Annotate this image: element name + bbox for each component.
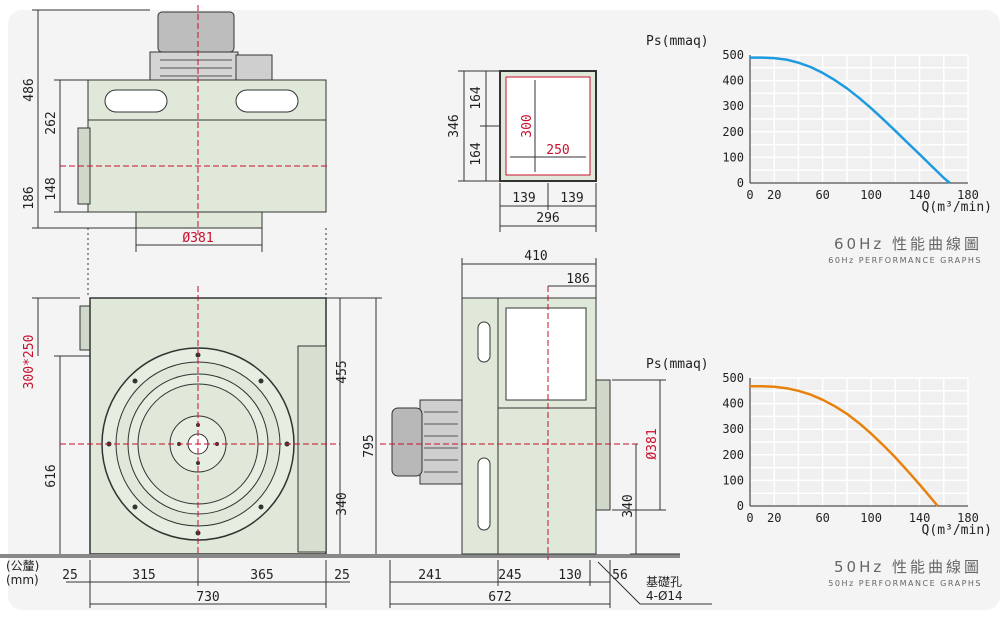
x-tick-label: 140 xyxy=(909,188,931,202)
dim-381-top: Ø381 xyxy=(182,231,213,246)
dim-381-side: Ø381 xyxy=(645,428,660,459)
x-tick-label: 20 xyxy=(767,511,781,525)
dim-148: 148 xyxy=(44,177,59,200)
y-tick-label: 0 xyxy=(737,499,744,513)
chart-50hz: 0 100 200 300 400 500 0 20 60 100 140 180 Ps(mmaq) Q(… xyxy=(646,357,992,588)
side-view: 410 186 Ø381 340 241 245 130 56 672 基礎孔 … xyxy=(380,249,712,608)
dim-56: 56 xyxy=(612,568,628,583)
dim-340-side: 340 xyxy=(621,494,636,517)
motor-fan-cover-top xyxy=(157,11,235,53)
front-view: 300*250 616 455 340 795 25 315 365 25 73… xyxy=(0,228,680,608)
dim-139-right: 139 xyxy=(560,191,583,206)
y-tick-label: 500 xyxy=(722,371,744,385)
dim-300: 300 xyxy=(520,114,535,137)
unit-label: (公釐) xyxy=(6,558,39,573)
top-view: 486 262 186 148 Ø381 xyxy=(22,5,330,252)
dim-296: 296 xyxy=(536,211,559,226)
dim-455: 455 xyxy=(335,360,350,383)
dim-139-left: 139 xyxy=(512,191,535,206)
x-tick-label: 180 xyxy=(957,511,979,525)
dim-315: 315 xyxy=(132,568,155,583)
dim-130: 130 xyxy=(558,568,581,583)
y-tick-label: 400 xyxy=(722,397,744,411)
y-tick-label: 200 xyxy=(722,448,744,462)
dim-346: 346 xyxy=(447,114,462,137)
slot-left xyxy=(104,89,168,113)
dim-186-side: 186 xyxy=(566,272,589,287)
y-tick-label: 300 xyxy=(722,422,744,436)
x-axis-title: Q(m³/min) xyxy=(922,200,992,215)
x-tick-label: 100 xyxy=(860,188,882,202)
dim-616: 616 xyxy=(44,464,59,487)
y-tick-label: 400 xyxy=(722,74,744,88)
foundation-label: 基礎孔 xyxy=(646,575,682,589)
x-tick-label: 60 xyxy=(815,511,829,525)
x-tick-label: 0 xyxy=(746,188,753,202)
dim-300x250: 300*250 xyxy=(22,335,37,390)
slot-right xyxy=(235,89,299,113)
dim-164-upper: 164 xyxy=(469,86,484,110)
side-outlet-opening xyxy=(505,307,587,401)
foundation-spec: 4-Ø14 xyxy=(646,589,683,603)
x-tick-label: 100 xyxy=(860,511,882,525)
x-tick-label: 140 xyxy=(909,511,931,525)
dim-241: 241 xyxy=(418,568,441,583)
motor-body-side xyxy=(419,399,463,485)
y-tick-label: 100 xyxy=(722,150,744,164)
x-tick-label: 0 xyxy=(746,511,753,525)
series-line xyxy=(750,384,939,507)
dim-250: 250 xyxy=(546,143,569,158)
outlet-flange-view: 346 164 164 300 250 139 139 296 xyxy=(447,70,597,232)
dim-486: 486 xyxy=(22,78,37,101)
dim-672: 672 xyxy=(488,590,511,605)
dim-410: 410 xyxy=(524,249,547,264)
dim-186: 186 xyxy=(22,186,37,209)
dim-245: 245 xyxy=(498,568,521,583)
y-tick-label: 300 xyxy=(722,99,744,113)
x-tick-label: 20 xyxy=(767,188,781,202)
y-axis-title: Ps(mmaq) xyxy=(646,34,709,49)
x-tick-label: 60 xyxy=(815,188,829,202)
y-axis-title: Ps(mmaq) xyxy=(646,357,709,372)
x-axis-title: Q(m³/min) xyxy=(922,523,992,538)
dim-262: 262 xyxy=(44,111,59,134)
y-tick-label: 100 xyxy=(722,473,744,487)
side-slot-lower xyxy=(477,457,491,531)
y-tick-label: 0 xyxy=(737,176,744,190)
flange-inner xyxy=(505,76,591,176)
dim-25-right: 25 xyxy=(334,568,350,583)
chart-caption-en: 50Hz PERFORMANCE GRAPHS xyxy=(828,579,982,588)
y-tick-label: 500 xyxy=(722,48,744,62)
side-inlet xyxy=(595,379,611,511)
chart-60hz: 0 100 200 300 400 500 0 20 60 100 140 180 Ps(mmaq) Q(… xyxy=(646,34,992,265)
y-tick-label: 200 xyxy=(722,125,744,139)
dim-25-left: 25 xyxy=(62,568,78,583)
motor-fan-cover-side xyxy=(391,407,423,477)
chart-caption: 50Hz 性能曲線圖 xyxy=(834,558,982,576)
unit-sub: (mm) xyxy=(6,573,39,587)
dim-365: 365 xyxy=(250,568,273,583)
series-line xyxy=(750,56,951,184)
dim-340-front: 340 xyxy=(335,492,350,515)
side-housing-lower xyxy=(497,407,597,555)
x-tick-label: 180 xyxy=(957,188,979,202)
dim-164-lower: 164 xyxy=(469,142,484,166)
dim-795: 795 xyxy=(362,434,377,457)
side-slot-upper xyxy=(477,321,491,363)
inlet-top xyxy=(135,211,263,229)
chart-caption: 60Hz 性能曲線圖 xyxy=(834,235,982,253)
dim-730: 730 xyxy=(196,590,219,605)
front-side-strip xyxy=(297,345,327,553)
chart-caption-en: 60Hz PERFORMANCE GRAPHS xyxy=(828,256,982,265)
